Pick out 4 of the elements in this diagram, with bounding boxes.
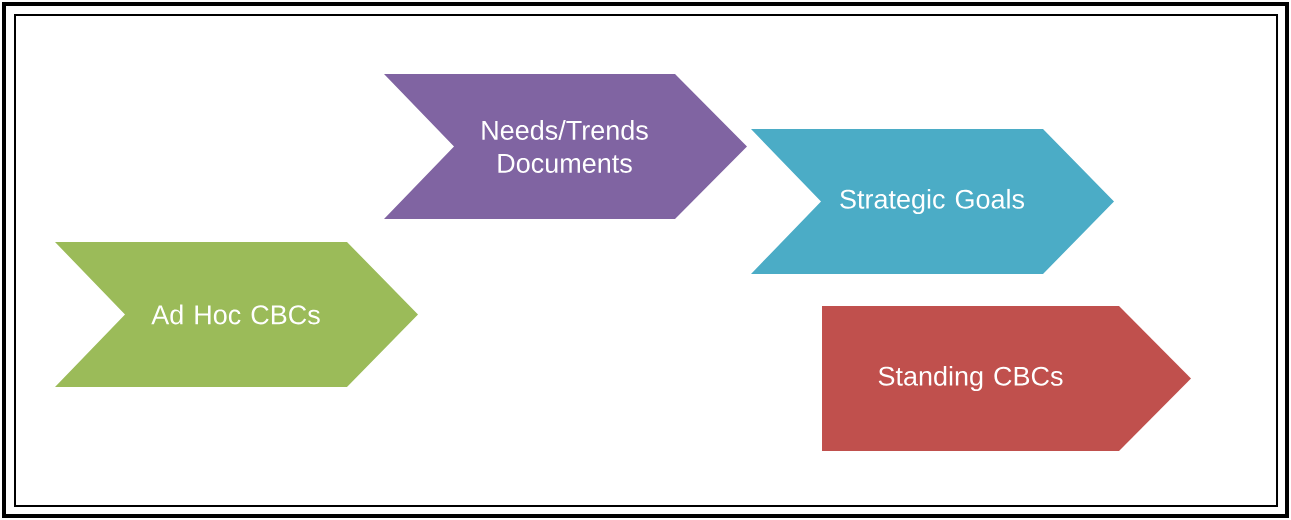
- pentagon-step: Standing CBCs: [822, 306, 1191, 451]
- chevron-step: Strategic Goals: [751, 129, 1114, 274]
- chevron-step: Ad Hoc CBCs: [55, 242, 418, 387]
- chevron-step: Needs/Trends Documents: [384, 74, 747, 219]
